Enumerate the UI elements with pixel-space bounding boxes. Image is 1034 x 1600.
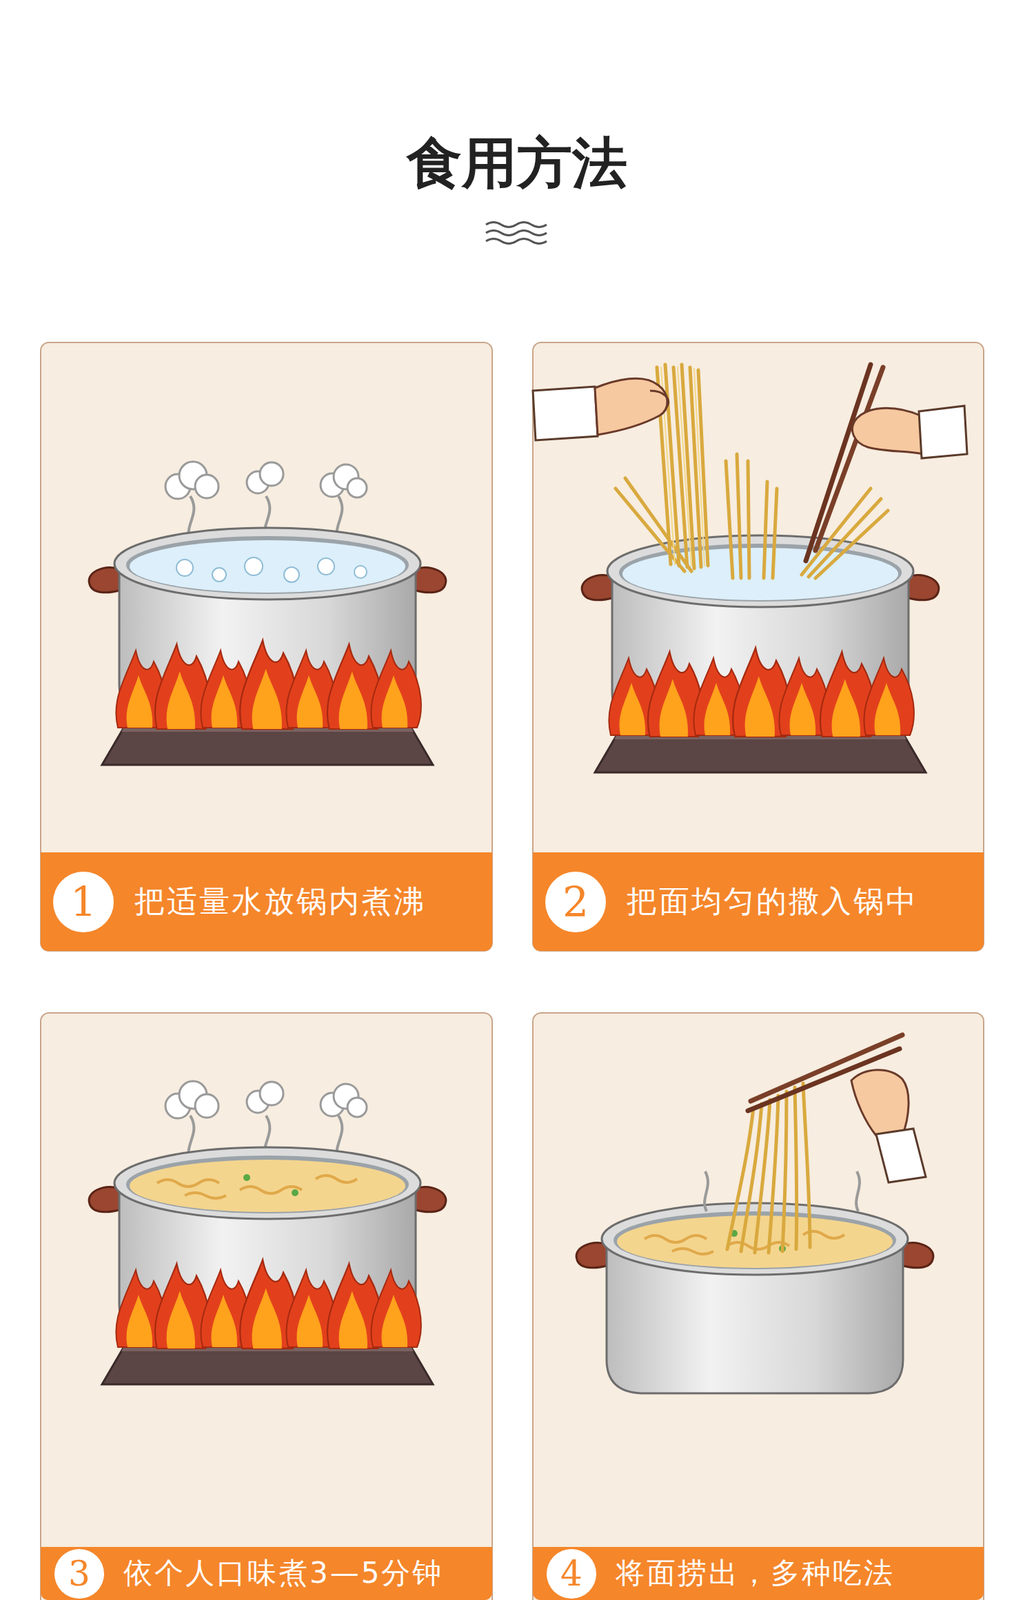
boiling-pot <box>88 461 446 766</box>
wave-ornament <box>485 222 547 245</box>
step-text: 将面捞出，多种吃法 <box>615 1557 895 1591</box>
card-frame <box>40 1013 493 1600</box>
page-title: 食用方法 <box>0 132 1034 194</box>
step-number: 2 <box>562 881 589 924</box>
step-band: 2 把面均匀的撒入锅中 <box>532 852 984 952</box>
card-frame <box>40 342 493 952</box>
step-text: 把适量水放锅内煮沸 <box>134 884 427 920</box>
noodle-pot <box>532 364 968 773</box>
step-number-circle: 2 <box>545 872 606 933</box>
card-frame <box>532 1013 984 1600</box>
step-number: 3 <box>68 1557 91 1592</box>
step-number-circle: 4 <box>546 1549 597 1600</box>
serving-pot <box>576 1035 934 1394</box>
step-band: 3 依个人口味煮3—5分钟 <box>40 1547 493 1600</box>
step-text: 把面均匀的撒入锅中 <box>626 884 919 920</box>
cooking-pot <box>88 1081 446 1385</box>
step-number: 4 <box>560 1557 583 1592</box>
step-band: 1 把适量水放锅内煮沸 <box>40 852 493 952</box>
step-number: 1 <box>70 881 97 924</box>
step-text: 依个人口味煮3—5分钟 <box>123 1557 444 1591</box>
step-number-circle: 3 <box>54 1549 105 1600</box>
card-frame <box>532 342 984 952</box>
step-number-circle: 1 <box>53 872 114 933</box>
step-band: 4 将面捞出，多种吃法 <box>532 1547 984 1600</box>
